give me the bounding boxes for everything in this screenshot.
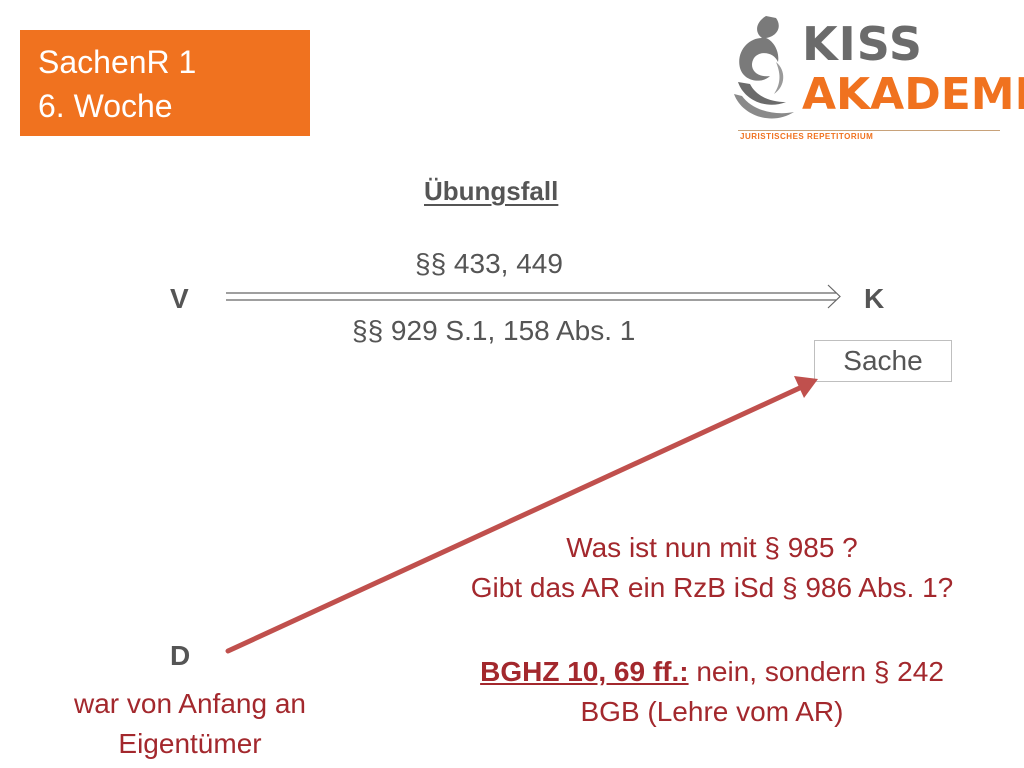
answer-text: nein, sondern § 242	[688, 656, 944, 687]
party-v: V	[170, 283, 189, 314]
logo-tagline: JURISTISCHES REPETITORIUM	[740, 132, 874, 141]
party-k: K	[864, 283, 885, 314]
case-reference: BGHZ 10, 69 ff.:	[480, 656, 689, 687]
d-owner-note: war von Anfang an Eigentümer	[30, 684, 350, 764]
title-box: SachenR 1 6. Woche	[20, 30, 310, 136]
question-line-2: Gibt das AR ein RzB iSd § 986 Abs. 1?	[470, 572, 954, 603]
title-line-1: SachenR 1	[38, 44, 197, 80]
phoenix-swirl-icon	[734, 16, 794, 119]
answer-line-2: BGB (Lehre vom AR)	[580, 696, 844, 727]
v-to-k-double-arrow	[226, 284, 841, 309]
question-line-1: Was ist nun mit § 985 ?	[566, 532, 858, 563]
sache-box: Sache	[814, 340, 952, 382]
sache-label: Sache	[843, 345, 923, 376]
contract-paragraphs: §§ 433, 449	[415, 248, 563, 279]
question-block: Was ist nun mit § 985 ? Gibt das AR ein …	[400, 528, 1024, 608]
d-note-line-2: Eigentümer	[118, 728, 262, 759]
title-line-2: 6. Woche	[38, 88, 173, 124]
d-to-sache-arrow	[225, 376, 818, 654]
logo-word-akademie: AKADEMIE	[802, 69, 1024, 120]
d-note-line-1: war von Anfang an	[74, 688, 306, 719]
answer-block: BGHZ 10, 69 ff.: nein, sondern § 242 BGB…	[400, 652, 1024, 732]
transfer-paragraphs: §§ 929 S.1, 158 Abs. 1	[352, 315, 636, 346]
logo-word-kiss: KISS	[802, 17, 923, 71]
case-heading: Übungsfall	[424, 176, 559, 206]
kiss-akademie-logo: KISS AKADEMIE JURISTISCHES REPETITORIUM	[726, 12, 1024, 142]
party-d: D	[170, 640, 191, 671]
logo-divider	[738, 130, 1000, 131]
answer-line-1: BGHZ 10, 69 ff.: nein, sondern § 242	[400, 652, 1024, 692]
